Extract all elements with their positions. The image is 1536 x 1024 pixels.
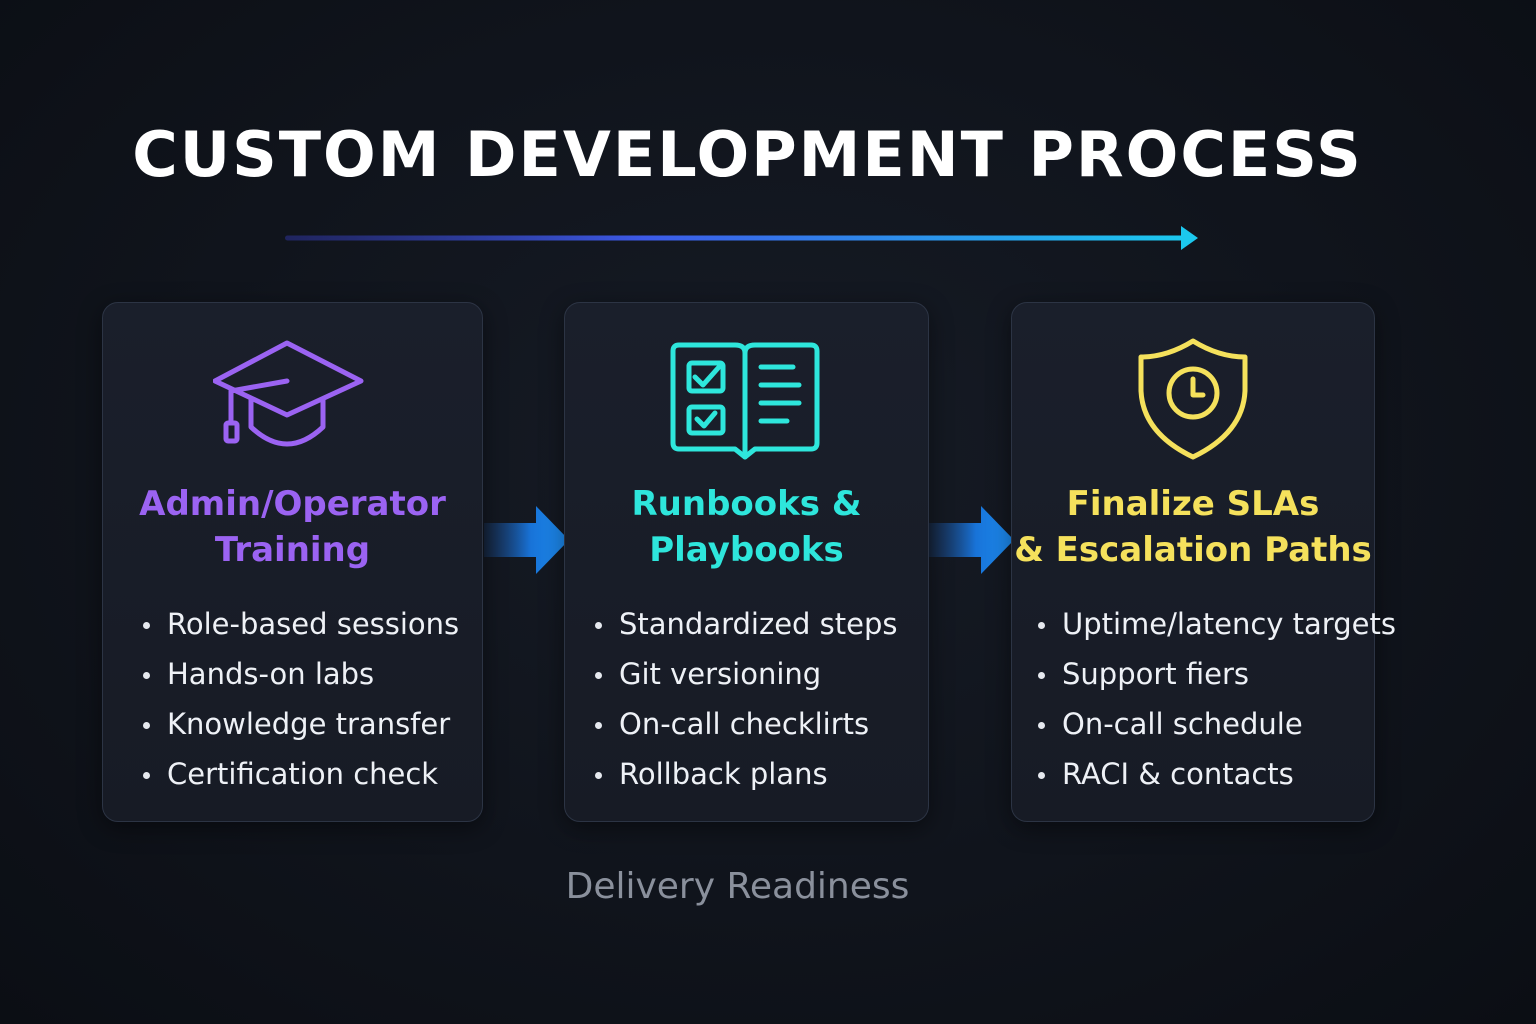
process-direction-arrow — [285, 226, 1198, 250]
footer-caption: Delivery Readiness — [565, 866, 910, 907]
list-item: Git versioning — [593, 649, 898, 699]
stage-heading: Runbooks & Playbooks — [631, 484, 862, 570]
list-item: Rollback plans — [593, 749, 898, 799]
graduation-cap-icon — [212, 340, 363, 447]
stage-card-training: Admin/Operator Training Role-based sessi… — [102, 302, 483, 822]
list-item: Standardized steps — [593, 599, 898, 649]
stage-card-slas: Finalize SLAs & Escalation Paths Uptime/… — [1011, 302, 1396, 822]
stage-heading: Admin/Operator Training — [139, 484, 446, 570]
list-item: RACI & contacts — [1036, 749, 1396, 799]
stage-card-runbooks: Runbooks & Playbooks Standardized steps … — [564, 302, 929, 822]
runbook-checklist-icon — [670, 342, 819, 460]
list-item: On-call checklirts — [593, 699, 898, 749]
page-title: CUSTOM DEVELOPMENT PROCESS — [132, 118, 1363, 191]
flow-arrow-icon — [484, 506, 569, 574]
stage-items: Role-based sessions Hands-on labs Knowle… — [141, 599, 459, 799]
flow-arrow-icon — [929, 506, 1014, 574]
stage-heading: Finalize SLAs & Escalation Paths — [1014, 484, 1372, 570]
list-item: Support fiers — [1036, 649, 1396, 699]
list-item: Hands-on labs — [141, 649, 459, 699]
stage-items: Uptime/latency targets Support fiers On-… — [1036, 599, 1396, 799]
stage-items: Standardized steps Git versioning On-cal… — [593, 599, 898, 799]
list-item: On-call schedule — [1036, 699, 1396, 749]
list-item: Certification check — [141, 749, 459, 799]
list-item: Uptime/latency targets — [1036, 599, 1396, 649]
list-item: Knowledge transfer — [141, 699, 459, 749]
shield-clock-icon — [1138, 338, 1248, 460]
list-item: Role-based sessions — [141, 599, 459, 649]
